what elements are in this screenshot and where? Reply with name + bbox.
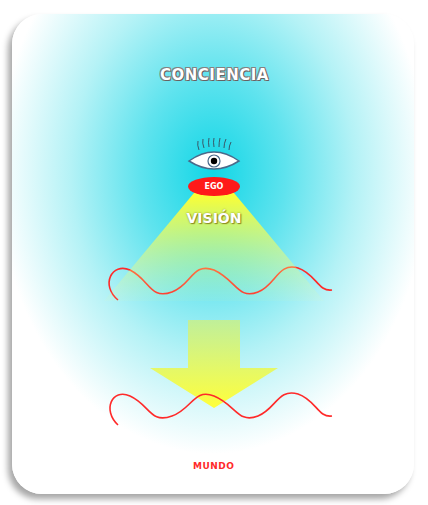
ego-ellipse: EGO	[188, 177, 240, 196]
vision-beam-shape	[104, 193, 324, 301]
ego-ellipse-text: EGO	[205, 183, 224, 191]
consciousness-label: CONCIENCIA	[160, 66, 269, 84]
beam-fill	[104, 193, 324, 301]
ellipse-fill	[188, 177, 240, 196]
vision-beam-text: VISIÓN	[104, 211, 324, 225]
wave-line	[110, 393, 332, 425]
vision-beam: VISIÓN	[104, 193, 324, 301]
down-arrow	[150, 320, 278, 408]
world-label: MUNDO	[193, 461, 234, 471]
eye-icon	[189, 138, 239, 169]
